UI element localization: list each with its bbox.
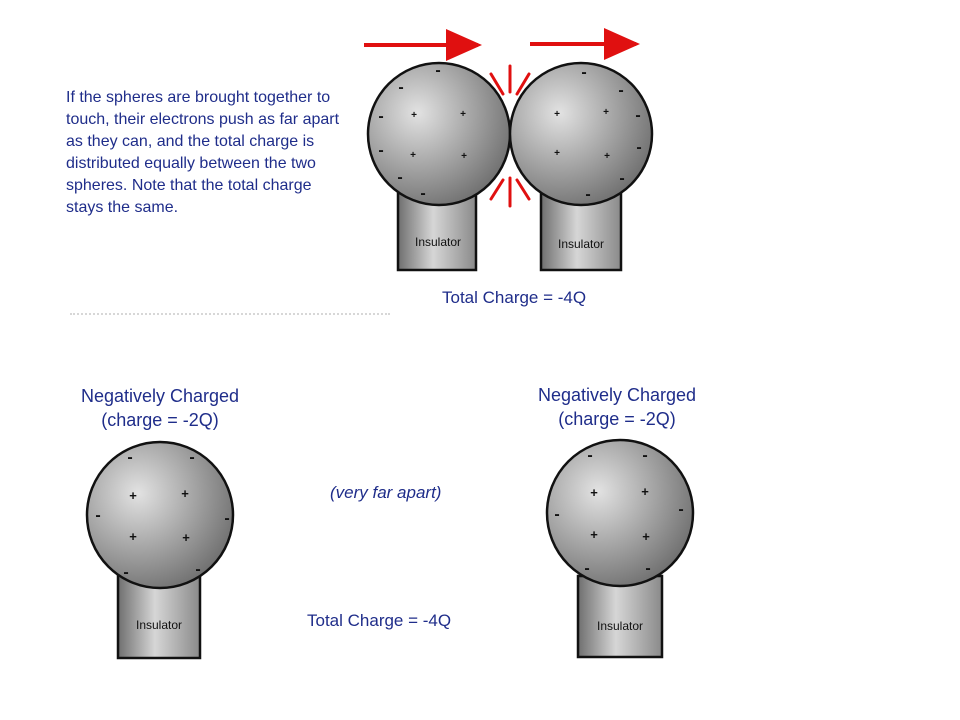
charge-plus: + bbox=[129, 529, 137, 544]
charge-minus: - bbox=[619, 170, 624, 187]
bottom-left-sphere-charges: - - - - - - + + + + bbox=[95, 449, 229, 581]
contact-spark-top bbox=[489, 64, 531, 96]
bottom-right-sphere-charges: - - - - - - + + + + bbox=[554, 447, 683, 577]
charge-plus: + bbox=[590, 527, 598, 542]
insulator-label: Insulator bbox=[557, 237, 605, 251]
charge-minus: - bbox=[195, 561, 200, 578]
charge-minus: - bbox=[398, 79, 403, 96]
charge-minus: - bbox=[189, 449, 194, 466]
charge-minus: - bbox=[123, 564, 128, 581]
contact-spark-bottom bbox=[489, 176, 531, 208]
charge-minus: - bbox=[584, 560, 589, 577]
bottom-right-insulator bbox=[576, 574, 664, 659]
charge-minus: - bbox=[585, 186, 590, 203]
bottom-total-charge: Total Charge = -4Q bbox=[307, 611, 452, 630]
bottom-left-sphere bbox=[85, 440, 235, 590]
charge-minus: - bbox=[420, 185, 425, 202]
insulator-label: Insulator bbox=[414, 235, 462, 249]
insulator-label: Insulator bbox=[135, 618, 183, 632]
charge-minus: - bbox=[587, 447, 592, 464]
top-left-sphere-charges: - - - - - - + + + + bbox=[378, 62, 467, 202]
charge-plus: + bbox=[641, 484, 649, 499]
charge-plus: + bbox=[590, 485, 598, 500]
bottom-left-heading: Negatively Charged (charge = -2Q) bbox=[60, 384, 260, 432]
charge-minus: - bbox=[618, 82, 623, 99]
charge-plus: + bbox=[410, 150, 416, 161]
insulator-label: Insulator bbox=[596, 619, 644, 633]
charge-plus: + bbox=[554, 148, 560, 159]
charge-minus: - bbox=[645, 560, 650, 577]
charge-plus: + bbox=[603, 107, 609, 118]
charge-plus: + bbox=[129, 488, 137, 503]
top-left-sphere bbox=[366, 61, 512, 207]
heading-line: (charge = -2Q) bbox=[558, 409, 676, 429]
bottom-right-heading: Negatively Charged (charge = -2Q) bbox=[517, 383, 717, 431]
charge-minus: - bbox=[127, 449, 132, 466]
charge-plus: + bbox=[604, 151, 610, 162]
explanation-text: If the spheres are brought together to t… bbox=[66, 89, 340, 216]
charge-minus: - bbox=[642, 447, 647, 464]
faint-divider bbox=[70, 313, 390, 323]
charge-plus: + bbox=[460, 109, 466, 120]
top-right-sphere bbox=[508, 61, 654, 207]
heading-line: Negatively Charged bbox=[80, 386, 240, 406]
separation-note: (very far apart) bbox=[330, 483, 442, 502]
charge-minus: - bbox=[554, 506, 559, 523]
charge-minus: - bbox=[435, 62, 440, 79]
charge-minus: - bbox=[397, 169, 402, 186]
bottom-right-sphere bbox=[545, 438, 695, 588]
charge-plus: + bbox=[554, 109, 560, 120]
charge-minus: - bbox=[678, 501, 683, 518]
charge-minus: - bbox=[224, 510, 229, 527]
top-right-sphere-charges: - - - - - - + + + + bbox=[554, 64, 642, 203]
charge-plus: + bbox=[461, 151, 467, 162]
heading-line: (charge = -2Q) bbox=[101, 410, 219, 430]
charge-plus: + bbox=[182, 530, 190, 545]
charge-minus: - bbox=[581, 64, 586, 81]
charge-minus: - bbox=[636, 139, 641, 156]
charge-minus: - bbox=[378, 142, 383, 159]
charge-minus: - bbox=[95, 507, 100, 524]
charge-plus: + bbox=[411, 110, 417, 121]
charge-plus: + bbox=[642, 529, 650, 544]
top-total-charge: Total Charge = -4Q bbox=[442, 288, 587, 307]
charge-plus: + bbox=[181, 486, 189, 501]
charge-minus: - bbox=[635, 107, 640, 124]
charge-minus: - bbox=[378, 108, 383, 125]
heading-line: Negatively Charged bbox=[537, 385, 697, 405]
